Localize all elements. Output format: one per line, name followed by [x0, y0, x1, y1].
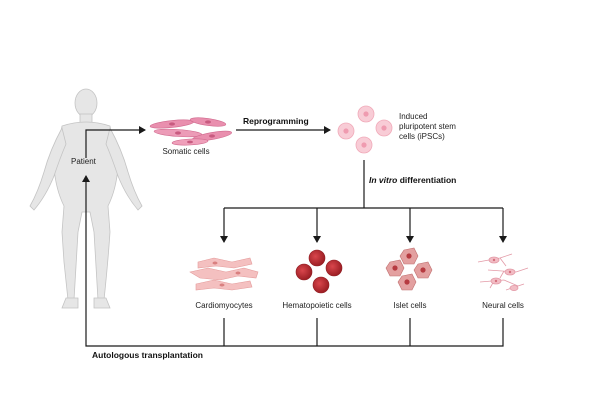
- reprogramming-label: Reprogramming: [243, 116, 309, 126]
- hematopoietic-illustration: [295, 249, 343, 294]
- ipsc-label-line3: cells (iPSCs): [399, 132, 445, 141]
- autologous-label: Autologous transplantation: [92, 350, 203, 360]
- somatic-cells-label: Somatic cells: [162, 147, 210, 156]
- cardiomyocytes-label: Cardiomyocytes: [195, 301, 253, 310]
- islet-cells-label: Islet cells: [393, 301, 427, 310]
- hematopoietic-label: Hematopoietic cells: [282, 301, 352, 310]
- differentiation-italic: In vitro: [369, 175, 398, 185]
- differentiation-rest: differentiation: [397, 175, 457, 185]
- neural-cells-label: Neural cells: [482, 301, 524, 310]
- ipsc-label: Induced pluripotent stem cells (iPSCs): [399, 112, 456, 142]
- ipsc-label-line1: Induced: [399, 112, 428, 121]
- ipsc-illustration: [337, 105, 393, 154]
- arrow-patient-to-somatic: [85, 126, 146, 158]
- patient-label: Patient: [71, 157, 96, 166]
- differentiation-label: In vitro differentiation: [369, 175, 456, 185]
- cardiomyocytes-illustration: [189, 257, 259, 291]
- islet-cells-illustration: [385, 247, 433, 291]
- somatic-cells-illustration: [149, 117, 233, 146]
- return-line-autologous: [82, 175, 504, 347]
- neural-cells-illustration: [477, 253, 529, 291]
- connectors: [82, 126, 507, 347]
- ipsc-label-line2: pluripotent stem: [399, 122, 456, 131]
